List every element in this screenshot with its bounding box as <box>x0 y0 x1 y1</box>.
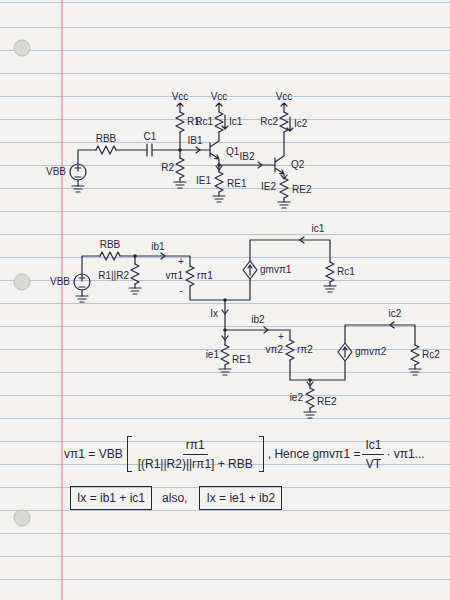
equation-text: Ix = ie1 + ib2 <box>206 491 275 505</box>
circuit-label: Q2 <box>291 160 304 170</box>
bracket <box>259 436 264 472</box>
bias-circuit <box>70 103 293 208</box>
circuit-label: Vcc <box>211 92 228 102</box>
circuit-label: RE1 <box>227 179 246 189</box>
circuit-label: ie2 <box>290 393 303 403</box>
circuit-label: vπ2 <box>266 345 283 355</box>
equation-text: VT <box>363 455 384 471</box>
circuit-label: Q1 <box>226 147 239 157</box>
circuit-label: Rc1 <box>337 267 355 277</box>
circuit-label: C1 <box>144 132 157 142</box>
circuit-label: gmvπ2 <box>355 347 386 357</box>
junction-dots <box>133 148 312 382</box>
circuit-label: Ix <box>210 309 218 319</box>
circuit-label: Vcc <box>276 92 293 102</box>
circuit-label: RBB <box>96 134 117 144</box>
note-text: also, <box>162 492 187 504</box>
circuit-label: R1||R2 <box>98 271 129 281</box>
circuit-label: Vcc <box>172 92 189 102</box>
small-signal-circuit <box>74 237 421 418</box>
bracket <box>127 436 132 472</box>
paper-features <box>14 0 62 600</box>
circuit-label: RE1 <box>232 355 251 365</box>
circuit-label: + <box>178 257 184 267</box>
circuit-label: VBB <box>46 167 66 177</box>
equation-text: Ic1 <box>362 438 384 455</box>
circuit-label: IE1 <box>196 176 211 186</box>
circuit-label: ic2 <box>389 309 402 319</box>
fraction: Ic1VT <box>362 438 384 471</box>
circuit-label: ib2 <box>251 315 264 325</box>
circuit-label: ic1 <box>312 224 325 234</box>
circuit-label: RE2 <box>317 397 336 407</box>
circuit-label: ie1 <box>206 350 219 360</box>
boxed-equation: Ix = ib1 + ic1 <box>70 486 152 510</box>
circuit-label: - <box>179 286 182 296</box>
boxed-equation: Ix = ie1 + ib2 <box>199 486 282 510</box>
equation-text: [(R1||R2)||rπ1] + RBB <box>135 455 256 471</box>
circuit-label: Ic1 <box>229 117 242 127</box>
circuit-label: Rc2 <box>260 117 278 127</box>
circuit-label: VBB <box>50 277 70 287</box>
circuit-label: rπ2 <box>297 345 313 355</box>
fraction: rπ1[(R1||R2)||rπ1] + RBB <box>135 438 256 471</box>
equation-text: , Hence gmvπ1 = <box>268 447 361 461</box>
circuit-label: rπ1 <box>197 271 213 281</box>
circuit-label: RE2 <box>292 185 311 195</box>
equation-text: Ix = ib1 + ic1 <box>77 491 145 505</box>
circuit-label: RBB <box>100 240 121 250</box>
circuit-label: gmvπ1 <box>260 265 291 275</box>
circuit-label: Rc2 <box>422 350 440 360</box>
circuit-label: IE2 <box>261 182 276 192</box>
circuit-label: R2 <box>161 163 174 173</box>
circuit-label: IB1 <box>187 136 202 146</box>
equation-text: · vπ1... <box>386 447 424 461</box>
equation-text: vπ1 = VBB <box>64 447 123 461</box>
equation-text: rπ1 <box>183 438 208 455</box>
circuit-label: IB2 <box>239 152 254 162</box>
circuit-label: ib1 <box>151 242 164 252</box>
circuit-label: vπ1 <box>166 271 183 281</box>
circuit-label: Ic2 <box>294 119 307 129</box>
equation: vπ1 = VBB rπ1[(R1||R2)||rπ1] + RBB , Hence… <box>64 436 425 472</box>
circuit-label: Rc1 <box>195 117 213 127</box>
circuit-label: + <box>278 332 284 342</box>
